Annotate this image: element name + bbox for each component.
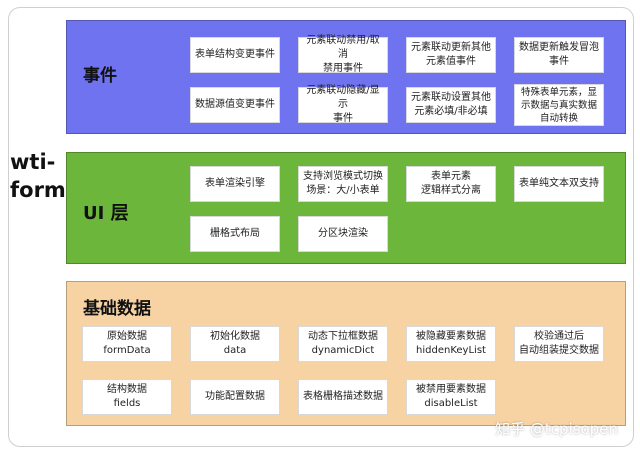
ui-box-2: 支持浏览模式切换 场景：大/小表单 bbox=[298, 166, 388, 202]
watermark: 知乎 @tcpisopen bbox=[495, 420, 618, 438]
side-title-line-1: wti- bbox=[10, 150, 56, 174]
event-box-2: 元素联动禁用/取消 禁用事件 bbox=[298, 35, 388, 74]
data-box-grid-desc: 表格栅格描述数据 bbox=[298, 379, 388, 415]
event-box-1: 表单结构变更事件 bbox=[190, 37, 280, 73]
events-layer: 事件 表单结构变更事件 元素联动禁用/取消 禁用事件 元素联动更新其他 元素值事… bbox=[66, 20, 626, 134]
ui-box-6: 分区块渲染 bbox=[298, 216, 388, 252]
event-box-6: 元素联动隐藏/显示 事件 bbox=[298, 85, 388, 124]
event-box-3: 元素联动更新其他 元素值事件 bbox=[406, 37, 496, 73]
base-data-layer-title: 基础数据 bbox=[83, 299, 151, 319]
event-box-5: 数据源值变更事件 bbox=[190, 87, 280, 123]
data-box-disable-list: 被禁用要素数据 disableList bbox=[406, 379, 496, 415]
ui-box-1: 表单渲染引擎 bbox=[190, 166, 280, 202]
data-box-auto-submit: 校验通过后 自动组装提交数据 bbox=[514, 326, 604, 362]
ui-box-4: 表单纯文本双支持 bbox=[514, 166, 604, 202]
ui-box-5: 栅格式布局 bbox=[190, 216, 280, 252]
events-layer-title: 事件 bbox=[83, 66, 117, 86]
base-data-layer: 基础数据 原始数据 formData 初始化数据 data 动态下拉框数据 dy… bbox=[66, 281, 626, 426]
event-box-8: 特殊表单元素，显 示数据与真实数据 自动转换 bbox=[514, 84, 604, 126]
side-title-line-2: form bbox=[10, 178, 66, 202]
event-box-4: 数据更新触发冒泡 事件 bbox=[514, 37, 604, 73]
ui-layer: UI 层 表单渲染引擎 支持浏览模式切换 场景：大/小表单 表单元素 逻辑样式分… bbox=[66, 152, 626, 264]
ui-box-3: 表单元素 逻辑样式分离 bbox=[406, 166, 496, 202]
data-box-fields: 结构数据 fields bbox=[82, 379, 172, 415]
ui-layer-title: UI 层 bbox=[83, 203, 129, 224]
data-box-hidden-key-list: 被隐藏要素数据 hiddenKeyList bbox=[406, 326, 496, 362]
side-title: wti- form bbox=[10, 148, 68, 204]
data-box-init-data: 初始化数据 data bbox=[190, 326, 280, 362]
event-box-7: 元素联动设置其他 元素必填/非必填 bbox=[406, 87, 496, 123]
data-box-dynamic-dict: 动态下拉框数据 dynamicDict bbox=[298, 326, 388, 362]
data-box-form-data: 原始数据 formData bbox=[82, 326, 172, 362]
data-box-config: 功能配置数据 bbox=[190, 379, 280, 415]
